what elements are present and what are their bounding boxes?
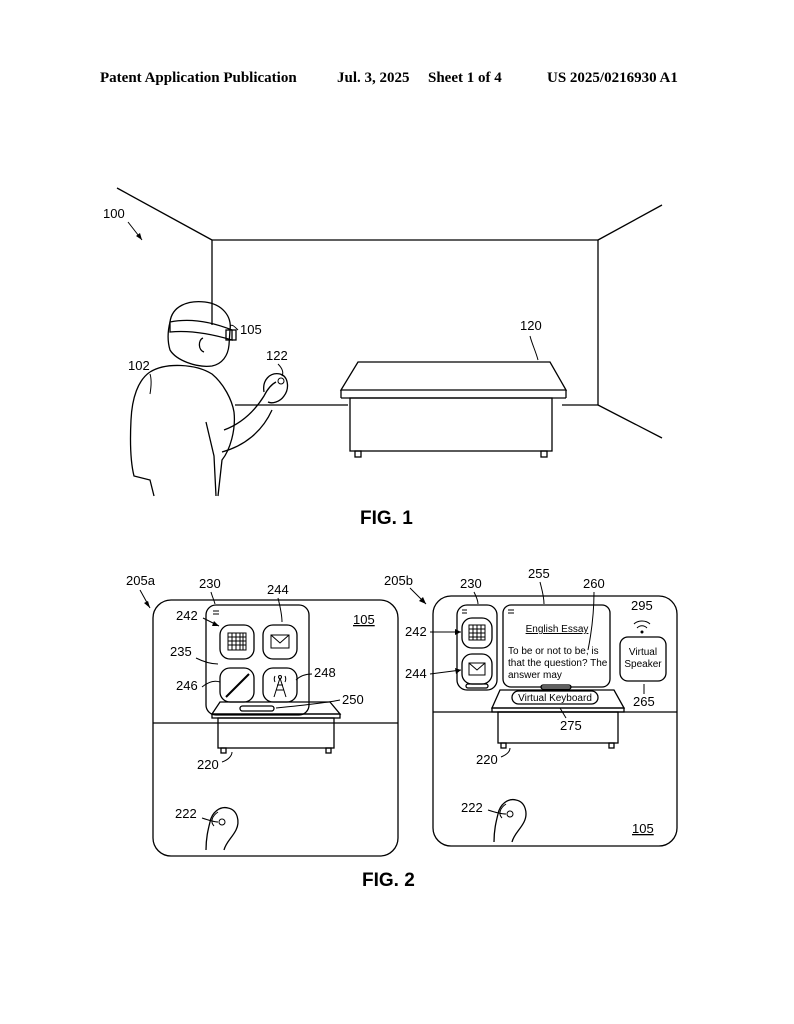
speaker-line-1: Virtual <box>629 647 657 658</box>
fig1-table <box>339 361 568 458</box>
label-230-right: 230 <box>460 576 482 591</box>
label-205a: 205a <box>126 573 156 588</box>
view-205b-frame <box>432 595 678 847</box>
fig1-caption: FIG. 1 <box>360 508 413 529</box>
label-230-left: 230 <box>199 576 221 591</box>
label-275: 275 <box>560 718 582 733</box>
essay-line-2: that the question? The <box>508 658 608 669</box>
label-105-left: 105 <box>353 612 375 627</box>
label-120: 120 <box>520 318 542 333</box>
essay-window-255 <box>502 604 611 690</box>
label-102: 102 <box>128 358 150 373</box>
publication-number: US 2025/0216930 A1 <box>547 70 678 86</box>
label-235: 235 <box>170 644 192 659</box>
virtual-keyboard-label: Virtual Keyboard <box>518 693 592 704</box>
label-265: 265 <box>633 694 655 709</box>
leader-222-right <box>487 809 507 815</box>
label-242-left: 242 <box>176 608 198 623</box>
label-295: 295 <box>631 598 653 613</box>
leader-230-left <box>210 591 216 605</box>
table-220-right <box>490 689 626 749</box>
leader-275 <box>559 707 567 719</box>
label-242-right: 242 <box>405 624 427 639</box>
label-248: 248 <box>314 665 336 680</box>
label-260: 260 <box>583 576 605 591</box>
speaker-line-2: Speaker <box>624 659 662 670</box>
virtual-speaker-265 <box>619 620 667 682</box>
label-220-right: 220 <box>476 752 498 767</box>
label-244-left: 244 <box>267 582 289 597</box>
leader-235 <box>195 657 219 665</box>
leader-222-left <box>201 817 219 823</box>
leader-250 <box>275 699 341 709</box>
leader-102 <box>149 373 152 395</box>
leader-220-left <box>221 751 233 763</box>
table-220-left <box>210 701 342 754</box>
label-250: 250 <box>342 692 364 707</box>
hand-222-right <box>493 798 527 843</box>
leader-246 <box>201 680 221 688</box>
essay-line-3: answer may <box>508 670 562 681</box>
launcher-panel-235 <box>205 604 310 716</box>
leader-105 <box>229 324 239 331</box>
essay-title: English Essay <box>526 624 589 635</box>
label-244-right: 244 <box>405 666 427 681</box>
publication-date: Jul. 3, 2025 <box>337 70 410 86</box>
fig1-room <box>116 187 663 439</box>
leader-122 <box>277 363 284 377</box>
view-205a-frame <box>152 599 399 857</box>
leader-248 <box>295 673 313 681</box>
label-100: 100 <box>103 206 125 221</box>
essay-line-1: To be or not to be, is <box>508 646 599 657</box>
fig1-user <box>129 300 289 497</box>
leader-230-right <box>473 591 479 605</box>
hand-222-left <box>205 806 239 851</box>
app-column-right <box>456 604 498 691</box>
label-122: 122 <box>266 348 288 363</box>
leader-220-right <box>500 747 511 758</box>
label-205b: 205b <box>384 573 413 588</box>
leader-255 <box>539 581 545 605</box>
publication-title: Patent Application Publication <box>100 70 297 86</box>
sheet-number: Sheet 1 of 4 <box>428 70 502 86</box>
leader-244-left <box>277 597 283 623</box>
label-220-left: 220 <box>197 757 219 772</box>
label-222-right: 222 <box>461 800 483 815</box>
virtual-keyboard-275 <box>511 690 599 705</box>
label-105: 105 <box>240 322 262 337</box>
label-255: 255 <box>528 566 550 581</box>
leader-260 <box>587 591 595 651</box>
fig2-caption: FIG. 2 <box>362 870 415 891</box>
label-246: 246 <box>176 678 198 693</box>
label-222-left: 222 <box>175 806 197 821</box>
label-105-right: 105 <box>632 821 654 836</box>
leader-120 <box>529 335 539 361</box>
